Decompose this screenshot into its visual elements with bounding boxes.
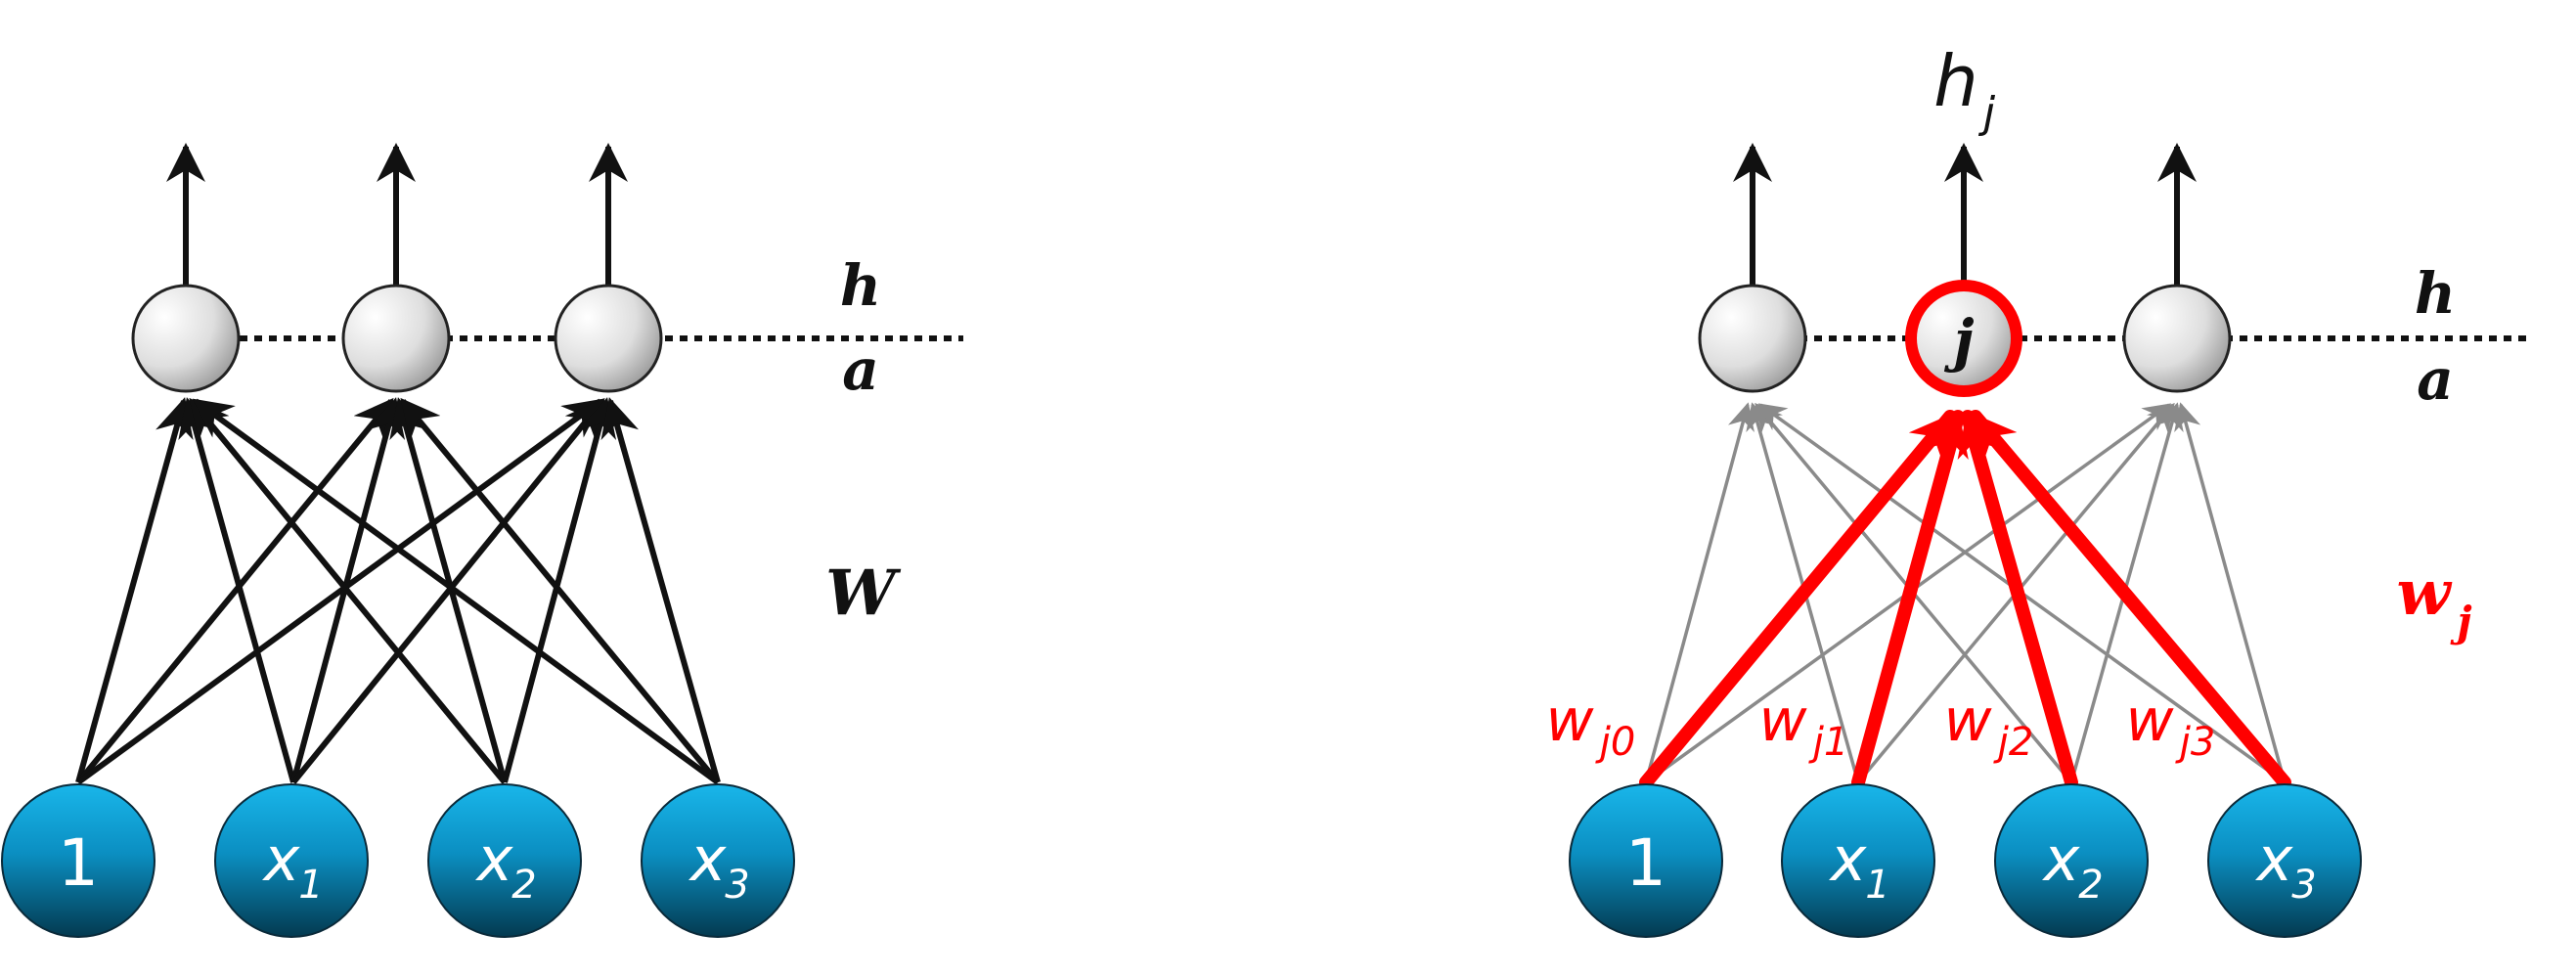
left-output-arrows xyxy=(166,143,628,286)
hidden-node xyxy=(1698,284,1807,393)
right-network: h j j h a w j w j0 w j1 w j2 w j3 1 xyxy=(1545,40,2533,938)
left-network: h a W 1 x 1 x 2 x 3 xyxy=(1,143,963,938)
weight-label-j2-sub: j2 xyxy=(1993,720,2034,765)
input-node-subscript: 3 xyxy=(2291,863,2316,908)
input-node-x2: x 2 xyxy=(1994,783,2149,938)
output-label: h xyxy=(1933,40,1978,122)
edge xyxy=(600,397,721,783)
edge xyxy=(76,398,604,785)
weight-label-j0: w xyxy=(1545,687,1594,755)
weight-labels: w j0 w j1 w j2 w j3 xyxy=(1545,687,2215,765)
input-node-label: x xyxy=(262,823,301,895)
faded-edge xyxy=(1644,402,1754,783)
weight-matrix-label: W xyxy=(825,556,902,630)
left-edges xyxy=(75,397,721,785)
input-node-label: x xyxy=(475,823,514,895)
input-node-label: x xyxy=(688,823,728,895)
weight-label-j0-sub: j0 xyxy=(1595,720,1636,765)
weight-label-j1: w xyxy=(1758,687,1807,755)
input-node-x1: x 1 xyxy=(214,783,369,938)
input-node-subscript: 1 xyxy=(1865,863,1889,908)
faded-edge xyxy=(2174,402,2287,783)
input-node-bias: 1 xyxy=(1,783,155,938)
hidden-layer-label-h: h xyxy=(840,252,881,319)
input-node-label: x xyxy=(2255,823,2294,895)
hidden-layer-label-a: a xyxy=(2417,346,2454,413)
input-node-x3: x 3 xyxy=(641,783,795,938)
hidden-node xyxy=(2122,284,2232,393)
edge xyxy=(290,397,406,783)
highlighted-edge-j1 xyxy=(1851,410,1969,789)
input-node-label: x xyxy=(1829,823,1868,895)
hidden-node xyxy=(131,284,241,393)
right-output-arrows xyxy=(1733,143,2197,286)
input-node-x1: x 1 xyxy=(1781,783,1935,938)
input-node-x2: x 2 xyxy=(427,783,582,938)
edge xyxy=(178,397,296,783)
right-highlighted-edges xyxy=(1639,410,2291,789)
edge xyxy=(192,398,720,785)
right-input-nodes: 1 x 1 x 2 x 3 xyxy=(1569,783,2362,938)
input-node-subscript: 1 xyxy=(298,863,323,908)
highlighted-hidden-node-j xyxy=(1905,280,2022,397)
hidden-node xyxy=(341,284,451,393)
input-node-label: 1 xyxy=(58,825,99,901)
weight-vector-subscript: j xyxy=(2450,598,2471,645)
hidden-layer-label-h: h xyxy=(2415,260,2456,327)
edge xyxy=(502,397,617,783)
input-node-x3: x 3 xyxy=(2207,783,2362,938)
edge xyxy=(290,397,605,784)
input-node-subscript: 2 xyxy=(2078,863,2103,908)
weight-label-j3-sub: j3 xyxy=(2175,720,2216,765)
input-node-bias: 1 xyxy=(1569,783,1723,938)
edge xyxy=(400,397,721,784)
left-input-nodes: 1 x 1 x 2 x 3 xyxy=(1,783,795,938)
hidden-node xyxy=(554,284,663,393)
highlighted-edge-j0 xyxy=(1639,410,1957,789)
weight-label-j2: w xyxy=(1943,687,1992,755)
input-node-label: x xyxy=(2042,823,2081,895)
weight-vector-label: w xyxy=(2396,556,2452,630)
input-node-subscript: 2 xyxy=(511,863,536,908)
edge xyxy=(189,397,508,784)
weight-label-j1-sub: j1 xyxy=(1808,720,1849,765)
hidden-layer-label-a: a xyxy=(842,336,879,403)
input-node-subscript: 3 xyxy=(725,863,749,908)
edge xyxy=(75,397,394,784)
edge xyxy=(75,397,194,783)
weight-label-j3: w xyxy=(2125,687,2174,755)
output-label-subscript: j xyxy=(1978,88,1996,138)
highlighted-edge-j3 xyxy=(1969,410,2291,789)
highlighted-edge-j2 xyxy=(1957,410,2078,789)
input-node-label: 1 xyxy=(1625,825,1666,901)
